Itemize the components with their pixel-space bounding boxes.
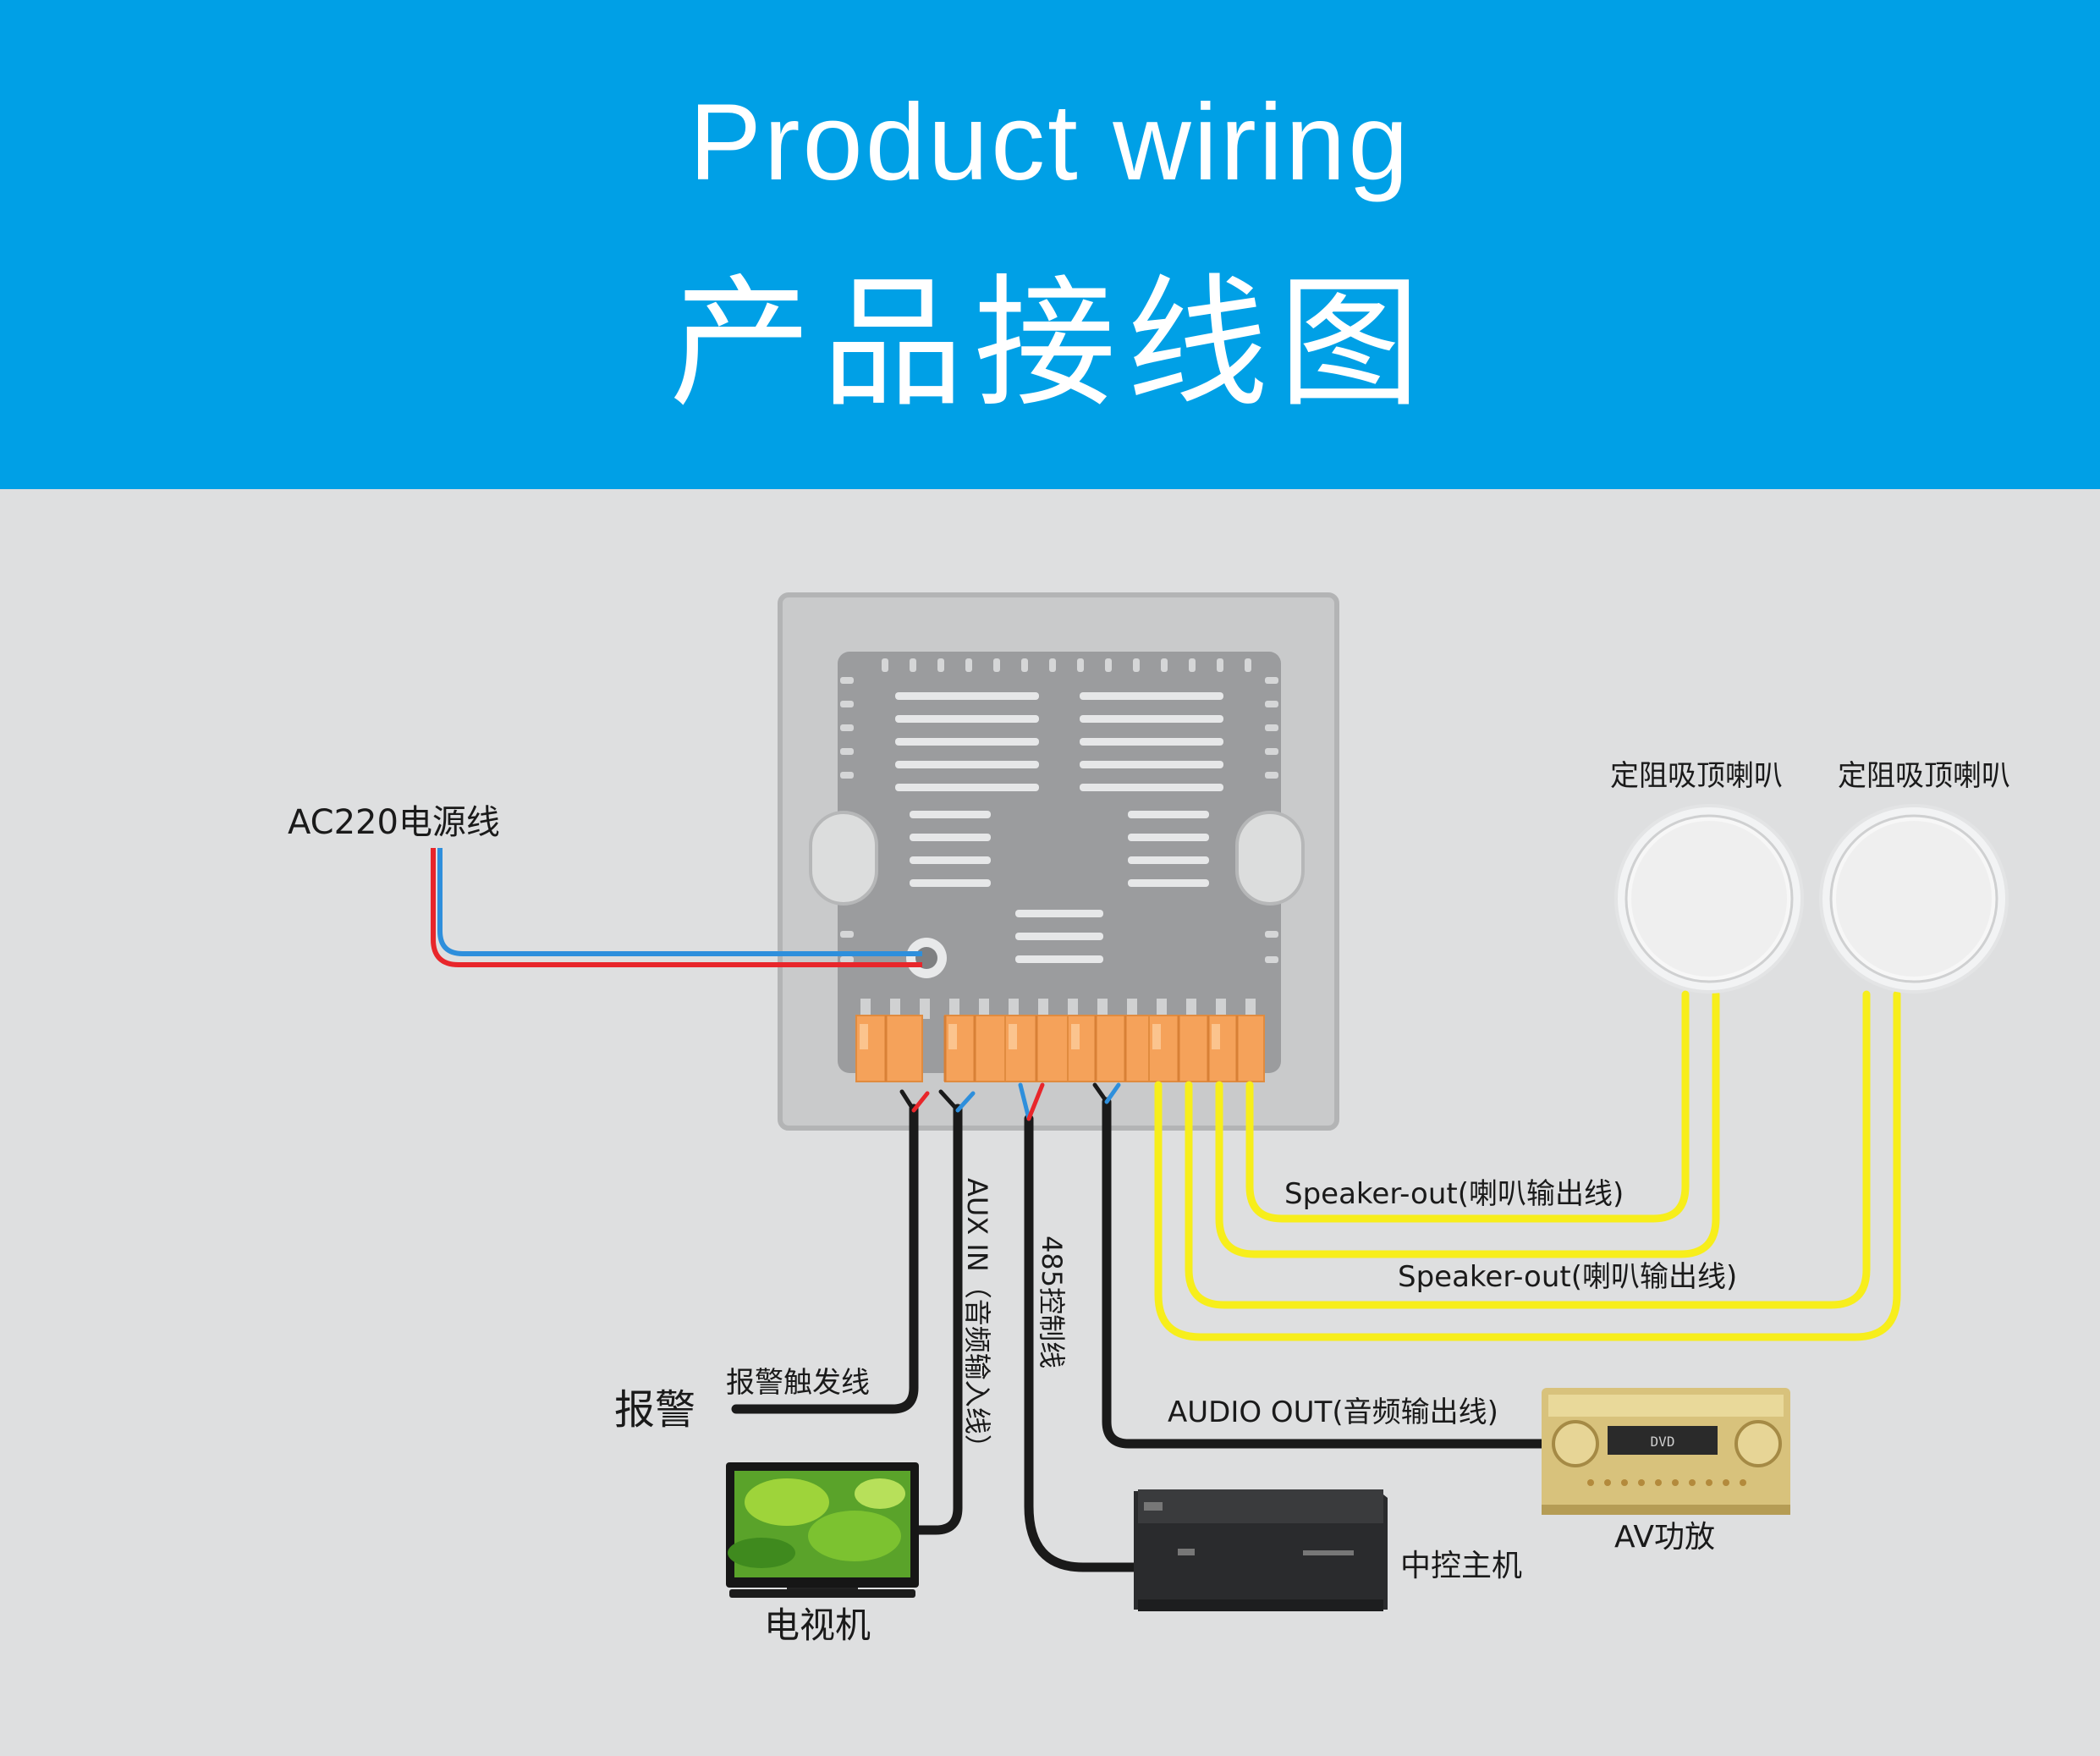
mount-hole-right	[1235, 811, 1305, 906]
mount-hole-left	[809, 811, 878, 906]
tv-icon	[726, 1462, 919, 1598]
page-title-en: Product wiring	[689, 82, 1411, 203]
cable-tips	[899, 1082, 1121, 1121]
aux-in-label: AUX IN（音频输入线）	[961, 1178, 993, 1461]
speaker-wires	[1154, 990, 1901, 1341]
control-485-label: 485控制线	[1036, 1236, 1068, 1368]
vent-ticks	[840, 658, 1278, 963]
cables	[731, 1097, 1566, 1572]
dvd-display: DVD	[1651, 1434, 1675, 1450]
audio-out-label: AUDIO OUT(音频输出线)	[1168, 1395, 1498, 1429]
ceiling-speaker-right	[1819, 804, 2009, 994]
av-amp-label: AV功放	[1614, 1520, 1715, 1555]
power-wire	[431, 848, 922, 967]
ceiling-speaker-left	[1614, 804, 1804, 994]
central-host-icon	[1134, 1489, 1388, 1611]
terminal-pins	[860, 999, 1256, 1019]
amplifier-panel	[778, 592, 1339, 1131]
alarm-label: 报警	[614, 1386, 695, 1434]
vent-slots	[895, 692, 1223, 963]
page-title-cn: 产品接线图	[669, 261, 1431, 427]
speaker-out-label-1: Speaker-out(喇叭输出线)	[1284, 1177, 1624, 1211]
alarm-trigger-label: 报警触发线	[726, 1366, 870, 1400]
av-amplifier-icon: DVD	[1542, 1388, 1790, 1515]
tv-label: 电视机	[764, 1605, 871, 1646]
terminal-block	[855, 1015, 1265, 1082]
speaker-label-right: 定阻吸顶喇叭	[1838, 759, 2010, 793]
central-host-label: 中控主机	[1400, 1549, 1522, 1583]
header-banner: Product wiring 产品接线图	[0, 0, 2100, 489]
power-label: AC220电源线	[288, 803, 500, 842]
speaker-out-label-2: Speaker-out(喇叭输出线)	[1398, 1260, 1737, 1294]
speaker-label-left: 定阻吸顶喇叭	[1610, 759, 1783, 793]
